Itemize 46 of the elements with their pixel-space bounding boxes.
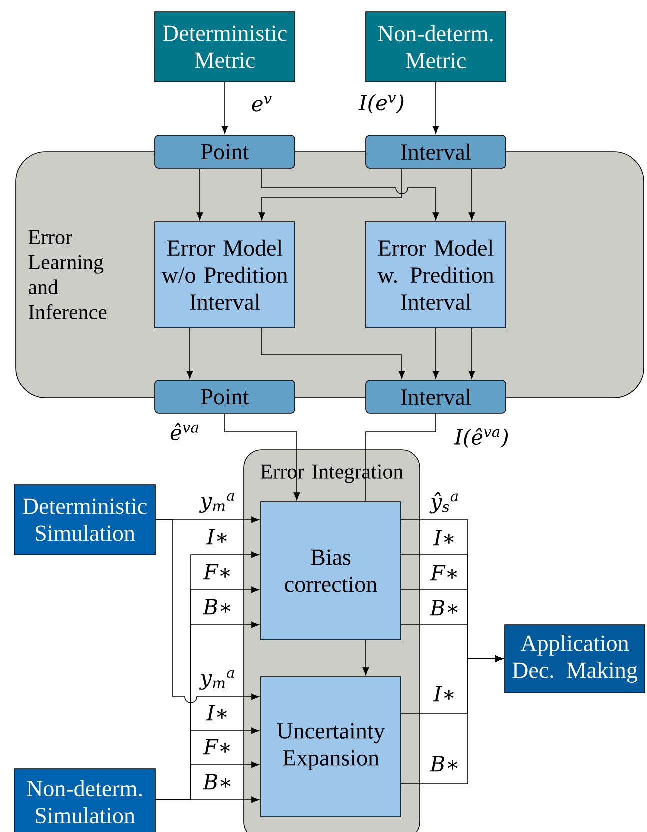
port-box: Interval (366, 135, 506, 169)
edge-label: I∗ (432, 685, 458, 703)
arrow (401, 656, 504, 784)
metric-box: Deterministic Metric (154, 12, 296, 82)
application-box: Application Dec. Making (504, 624, 646, 694)
arrow (432, 82, 440, 134)
model-box: Error Model w/o Predition Interval (154, 222, 296, 328)
port-box: Point (154, 380, 296, 414)
edge-label: I∗ (206, 528, 230, 546)
edge-label: B∗ (429, 599, 461, 617)
arrow (156, 520, 260, 704)
simulation-box: Non-determ. Simulation (14, 768, 156, 832)
arrow (156, 796, 260, 804)
arrow (468, 328, 476, 379)
edge-label: F∗ (202, 563, 234, 581)
arrow (186, 328, 194, 379)
edge-label: B∗ (429, 755, 461, 773)
arrow (262, 328, 406, 379)
arrow (258, 168, 402, 220)
edge-label: I∗ (432, 529, 458, 547)
arrow (468, 168, 476, 220)
port-box: Point (154, 135, 296, 169)
edge-label: e$^{v}$ (250, 95, 274, 113)
edge-label: I(ê$^{va}$) (454, 426, 510, 450)
edge-label: B∗ (202, 598, 234, 616)
edge-label: y$_{m}$a (199, 492, 237, 514)
process-box: Bias correction (260, 502, 402, 640)
arrow (224, 414, 300, 500)
edge-label: B∗ (202, 773, 234, 791)
edge-label: F∗ (202, 738, 234, 756)
edge-label: y$_{m}$a (199, 668, 237, 692)
arrow (432, 328, 440, 379)
edge-label: ŷ$_{s}$a (429, 491, 461, 515)
simulation-box: Deterministic Simulation (14, 484, 156, 556)
arrow (196, 168, 204, 220)
edge-label: ê$^{va}$ (169, 422, 201, 442)
edge-label: F∗ (430, 564, 460, 582)
model-box: Error Model w. Predition Interval (366, 222, 506, 328)
arrow (262, 168, 440, 220)
arrow (362, 640, 370, 676)
edge-label: I∗ (206, 704, 230, 722)
process-box: Uncertainty Expansion (260, 676, 402, 818)
port-box: Interval (366, 380, 506, 414)
arrow (222, 82, 228, 134)
metric-box: Non-determ. Metric (366, 12, 506, 82)
edge-label: I(e$^{v}$) (358, 93, 406, 115)
